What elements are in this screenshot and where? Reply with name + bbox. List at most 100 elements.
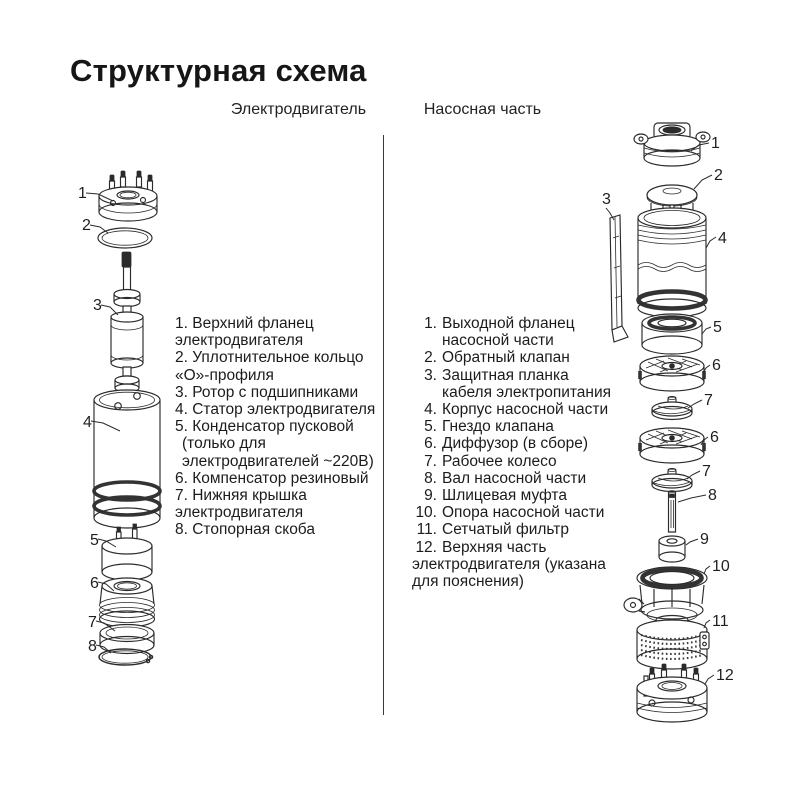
motor-capacitor-part (102, 524, 152, 580)
callout-number: 5 (90, 532, 99, 549)
motor-stator-part (94, 390, 160, 528)
pump-impeller-part (652, 468, 692, 491)
callout-number: 2 (714, 167, 723, 184)
motor-top-flange-part (99, 171, 157, 221)
leader-line (704, 566, 710, 574)
callout-number: 12 (716, 667, 734, 684)
legend-line: 8. Стопорная скоба (175, 521, 315, 539)
legend-line: 2. Уплотнительное кольцо (175, 349, 364, 367)
legend-line: 2.Обратный клапан (424, 349, 570, 367)
legend-line: 9.Шлицевая муфта (424, 487, 567, 505)
callout-number: 6 (90, 575, 99, 592)
leader-line (91, 421, 120, 431)
callout-number: 4 (83, 414, 92, 431)
callout-number: 3 (93, 297, 102, 314)
callout-number: 9 (700, 531, 709, 548)
callout-number: 2 (82, 217, 91, 234)
pump-impeller-part (652, 396, 692, 419)
motor-exploded-diagram: 1 2 3 (78, 160, 188, 680)
leader-line (687, 471, 700, 479)
legend-line: 4. Статор электродвигателя (175, 401, 376, 419)
callout-number: 4 (718, 230, 727, 247)
leader-line (691, 143, 709, 151)
leader-line (705, 675, 714, 684)
pump-support-part (624, 567, 707, 625)
leader-line (686, 539, 698, 545)
pump-legend: 1.Выходной фланец насосной части 2.Обрат… (412, 315, 627, 590)
column-header-motor: Электродвигатель (230, 101, 367, 118)
page-title: Структурная схема (70, 53, 367, 88)
legend-line: 1. Верхний фланец (175, 315, 314, 332)
leader-line (704, 620, 710, 628)
pump-valve-seat-part (642, 314, 702, 354)
leader-line (694, 175, 712, 189)
legend-line: электродвигателя (указана (412, 555, 606, 573)
leader-line (606, 208, 614, 220)
leader-line (90, 225, 108, 233)
motor-upper-part (637, 664, 707, 722)
legend-line: для пояснения) (412, 573, 524, 591)
leader-line (86, 193, 113, 201)
callout-number: 8 (708, 487, 717, 504)
column-header-pump: Насосная часть (423, 101, 542, 118)
leader-line (98, 539, 116, 547)
legend-line: 8.Вал насосной части (424, 469, 587, 487)
motor-bottom-cover-part (100, 625, 154, 654)
pump-diffuser-part (640, 356, 704, 391)
leader-line (688, 400, 702, 408)
legend-line: 12.Верхняя часть (415, 538, 547, 556)
callout-number: 11 (712, 613, 729, 630)
leader-line (701, 437, 708, 445)
callout-number: 7 (88, 614, 97, 631)
legend-line: 7.Рабочее колесо (424, 452, 557, 470)
motor-retaining-clip-part (99, 649, 153, 665)
pump-shaft-part (669, 491, 676, 532)
legend-line: 6. Компенсатор резиновый (175, 469, 369, 487)
pump-cable-guard-part (610, 215, 628, 342)
callout-number: 8 (88, 638, 97, 655)
legend-line: 6.Диффузор (в сборе) (424, 435, 589, 453)
callout-number: 6 (710, 429, 719, 446)
legend-line: 3.Защитная планка (424, 366, 569, 384)
motor-compensator-part (100, 578, 155, 627)
leader-line (96, 645, 111, 653)
legend-line: 11.Сетчатый фильтр (416, 521, 569, 539)
pump-mesh-filter-part (637, 620, 709, 669)
pump-diffuser-part (640, 428, 704, 463)
pump-exploded-diagram: 1 2 3 (602, 118, 734, 733)
motor-rotor-part (111, 252, 143, 399)
legend-line: электродвигателя (175, 332, 304, 350)
callout-number: 1 (78, 185, 87, 202)
legend-line: 5. Конденсатор пусковой (175, 418, 354, 436)
legend-line: «О»-профиля (175, 366, 274, 384)
motor-oring-part (98, 228, 152, 248)
legend-line: 4.Корпус насосной части (424, 401, 609, 419)
legend-line: 1.Выходной фланец (424, 315, 575, 332)
legend-line: 7. Нижняя крышка (175, 487, 307, 505)
leader-line (98, 582, 114, 591)
callout-number: 7 (704, 392, 713, 409)
leader-line (703, 365, 710, 373)
pump-output-flange-part (634, 123, 710, 166)
legend-line: 5.Гнездо клапана (424, 418, 554, 436)
callout-number: 3 (602, 191, 611, 208)
leader-line (702, 327, 711, 334)
leader-line (96, 621, 115, 631)
callout-number: 6 (712, 357, 721, 374)
pump-housing-part (638, 208, 706, 317)
leader-line (706, 237, 716, 248)
legend-line: (только для (182, 435, 266, 453)
callout-number: 7 (702, 463, 711, 480)
callout-number: 10 (712, 558, 730, 575)
leader-line (678, 495, 706, 502)
leader-line (101, 305, 118, 315)
legend-line: насосной части (442, 332, 554, 350)
callout-number: 1 (711, 135, 720, 152)
pump-coupling-part (659, 536, 685, 562)
callout-number: 5 (713, 319, 722, 336)
motor-legend: 1. Верхний фланец электродвигателя 2. Уп… (175, 315, 390, 539)
column-divider-line (383, 135, 384, 715)
legend-line: кабеля электропитания (442, 383, 612, 401)
legend-line: электродвигателей ~220В) (182, 452, 374, 470)
